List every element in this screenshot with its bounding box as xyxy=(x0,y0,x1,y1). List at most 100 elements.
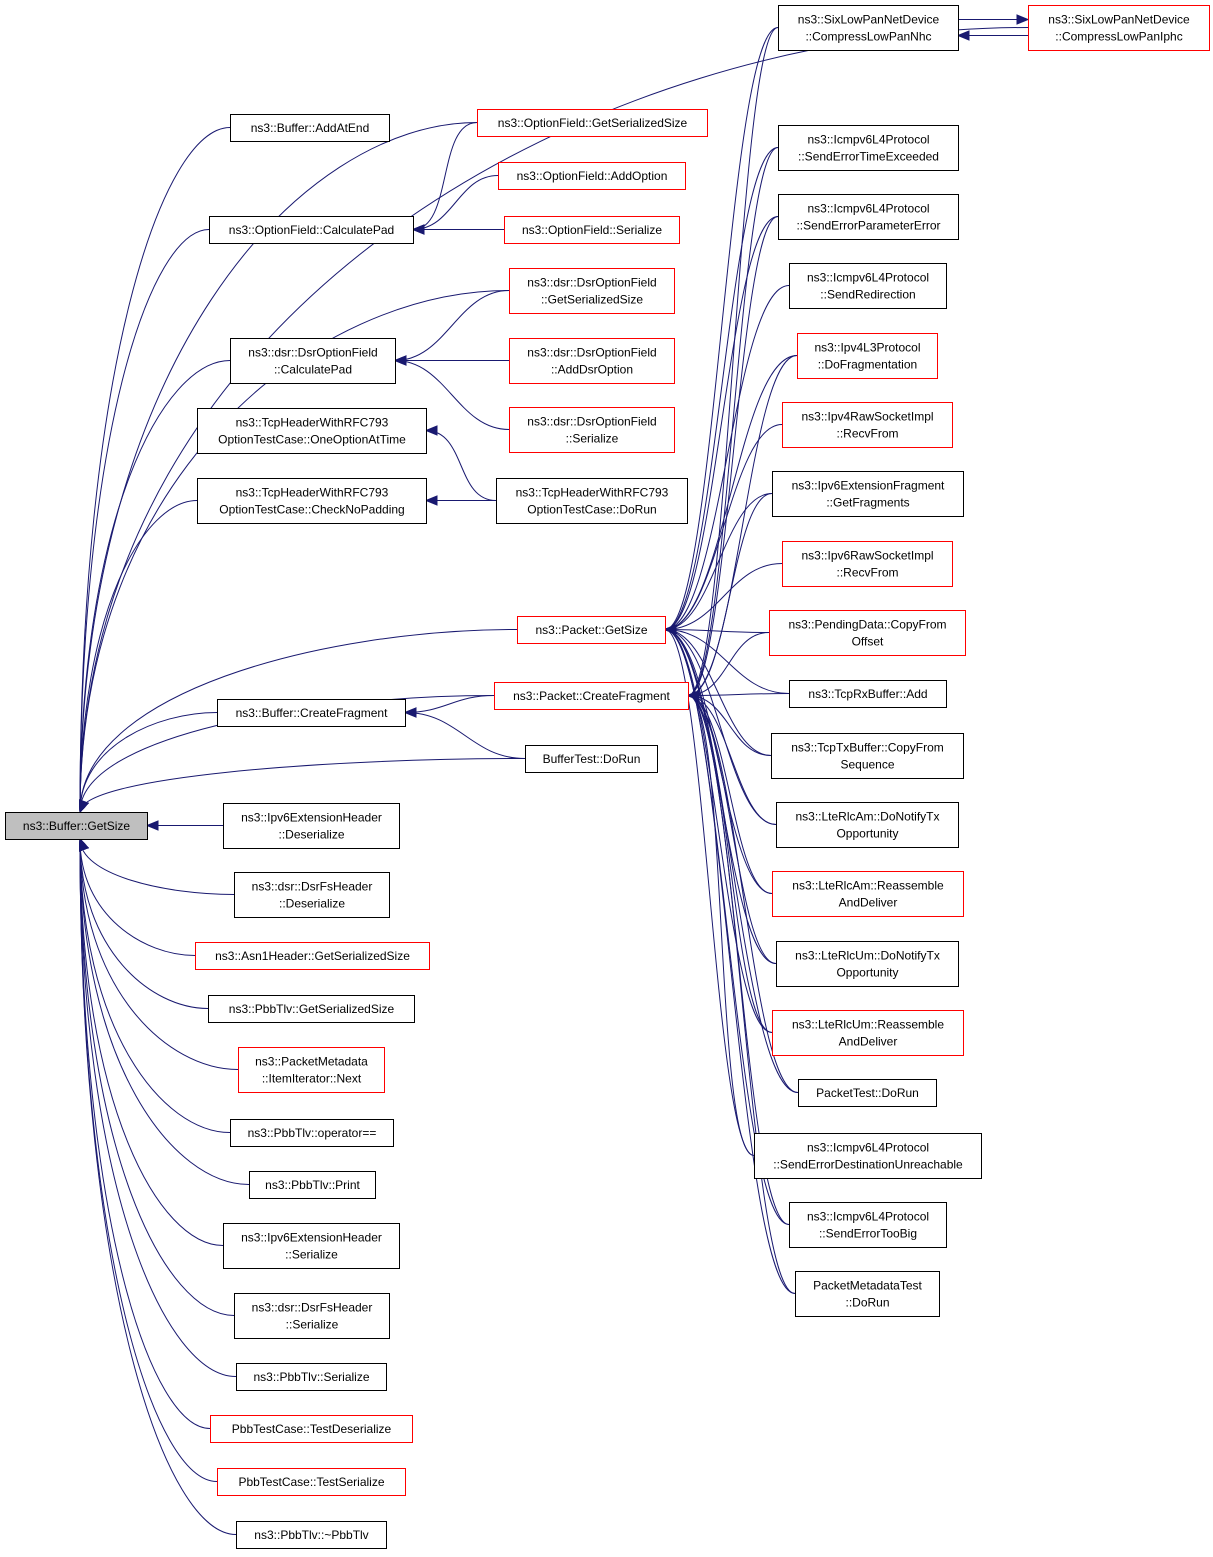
node-label-line: ns3::Buffer::AddAtEnd xyxy=(251,121,370,135)
node-pbbtc_ser[interactable]: PbbTestCase::TestSerialize xyxy=(217,1468,406,1496)
node-label-line: ns3::OptionField::GetSerializedSize xyxy=(498,116,688,130)
node-label-line: Sequence xyxy=(840,758,894,772)
call-edge-of_gss-to-of_calcpad xyxy=(412,122,478,230)
node-label-line: ::Deserialize xyxy=(279,897,345,911)
node-label-line: ns3::dsr::DsrOptionField xyxy=(248,346,377,360)
node-pbbtc_deser[interactable]: PbbTestCase::TestDeserialize xyxy=(210,1415,413,1443)
node-icmp_timeexc[interactable]: ns3::Icmpv6L4Protocol::SendErrorTimeExce… xyxy=(778,125,959,171)
node-box xyxy=(517,616,666,644)
arrowhead-tcp_dorun-to-tcp_oneopt xyxy=(424,425,438,436)
arrowhead-ipv6eh_deser-to-root xyxy=(145,820,159,831)
node-ipv6raw_recv[interactable]: ns3::Ipv6RawSocketImpl::RecvFrom xyxy=(782,541,953,587)
node-icmp_redirect[interactable]: ns3::Icmpv6L4Protocol::SendRedirection xyxy=(789,263,947,309)
node-ipv6eh_ser[interactable]: ns3::Ipv6ExtensionHeader::Serialize xyxy=(223,1223,400,1269)
call-edge-pkttest_dorun-to-pkt_createfrag xyxy=(687,695,799,1093)
node-pbbtlv_print[interactable]: ns3::PbbTlv::Print xyxy=(249,1171,376,1199)
call-edge-tcptx_copy-to-pkt_getsize xyxy=(664,629,772,756)
nodes-layer: ns3::Buffer::GetSize ns3::Buffer::AddAtEn… xyxy=(5,5,1210,1549)
node-box xyxy=(776,941,959,987)
node-label-line: ns3::LteRlcAm::DoNotifyTx xyxy=(795,810,939,824)
node-pm_next[interactable]: ns3::PacketMetadata::ItemIterator::Next xyxy=(238,1047,385,1093)
node-icmp_destunr[interactable]: ns3::Icmpv6L4Protocol::SendErrorDestinat… xyxy=(754,1133,982,1179)
call-edge-tcp_dorun-to-tcp_oneopt xyxy=(425,430,497,501)
node-of_ser[interactable]: ns3::OptionField::Serialize xyxy=(504,216,680,244)
node-icmp_toobig[interactable]: ns3::Icmpv6L4Protocol::SendErrorTooBig xyxy=(789,1202,947,1248)
node-dsr_calcpad[interactable]: ns3::dsr::DsrOptionField::CalculatePad xyxy=(230,338,396,384)
node-buftest_dorun[interactable]: BufferTest::DoRun xyxy=(525,745,658,773)
node-ipv6eh_deser[interactable]: ns3::Ipv6ExtensionHeader::Deserialize xyxy=(223,803,400,849)
node-box xyxy=(234,1293,390,1339)
call-edge-ipv6raw_recv-to-pkt_getsize xyxy=(664,563,783,630)
call-edge-of_gss-to-root xyxy=(79,122,478,813)
node-label-line: ns3::dsr::DsrOptionField xyxy=(527,346,656,360)
node-box xyxy=(525,745,658,773)
node-ipv6frag_get[interactable]: ns3::Ipv6ExtensionFragment::GetFragments xyxy=(772,471,964,517)
node-label-line: ns3::Ipv6ExtensionFragment xyxy=(792,479,945,493)
node-box xyxy=(494,682,689,710)
node-asn1_gss[interactable]: ns3::Asn1Header::GetSerializedSize xyxy=(195,942,430,970)
node-label-line: ::SendErrorTooBig xyxy=(819,1227,917,1241)
node-ipv4l3_dofrag[interactable]: ns3::Ipv4L3Protocol::DoFragmentation xyxy=(797,333,938,379)
node-box xyxy=(236,1363,387,1391)
node-pbbtlv_eq[interactable]: ns3::PbbTlv::operator== xyxy=(230,1119,394,1147)
call-edge-ipv6eh_ser-to-root xyxy=(79,838,224,1246)
node-box xyxy=(197,408,427,454)
node-label-line: ns3::Icmpv6L4Protocol xyxy=(807,1141,929,1155)
node-of_calcpad[interactable]: ns3::OptionField::CalculatePad xyxy=(209,216,414,244)
node-label-line: ::Serialize xyxy=(566,432,619,446)
node-label-line: ns3::TcpHeaderWithRFC793 xyxy=(236,486,389,500)
call-edge-ipv6frag_get-to-pkt_createfrag xyxy=(687,493,773,696)
node-of_addopt[interactable]: ns3::OptionField::AddOption xyxy=(498,162,686,190)
node-pkttest_dorun[interactable]: PacketTest::DoRun xyxy=(798,1079,937,1107)
arrowhead-icmp_paramerr-to-pkt_createfrag xyxy=(686,690,700,701)
node-tcp_dorun[interactable]: ns3::TcpHeaderWithRFC793OptionTestCase::… xyxy=(496,478,688,524)
node-buf_createfrag[interactable]: ns3::Buffer::CreateFragment xyxy=(217,699,406,727)
node-pbbtlv_gss[interactable]: ns3::PbbTlv::GetSerializedSize xyxy=(208,995,415,1023)
node-root[interactable]: ns3::Buffer::GetSize xyxy=(5,812,148,840)
call-edge-pm_next-to-root xyxy=(79,838,239,1070)
node-dsr_ser[interactable]: ns3::dsr::DsrOptionField::Serialize xyxy=(509,407,675,453)
arrowhead-dsr_ser-to-dsr_calcpad xyxy=(393,355,407,366)
node-label-line: ns3::LteRlcAm::Reassemble xyxy=(792,879,944,893)
node-slp_nhc[interactable]: ns3::SixLowPanNetDevice::CompressLowPanN… xyxy=(778,5,959,51)
node-label-line: ::CalculatePad xyxy=(274,363,352,377)
node-buf_addatend[interactable]: ns3::Buffer::AddAtEnd xyxy=(230,114,390,142)
node-box xyxy=(195,942,430,970)
node-box xyxy=(223,1223,400,1269)
call-edge-rlcum_notify-to-pkt_createfrag xyxy=(687,695,777,964)
call-edge-buf_addatend-to-root xyxy=(79,127,231,813)
node-pkt_getsize[interactable]: ns3::Packet::GetSize xyxy=(517,616,666,644)
node-label-line: ::ItemIterator::Next xyxy=(262,1072,362,1086)
node-of_gss[interactable]: ns3::OptionField::GetSerializedSize xyxy=(477,109,708,137)
node-icmp_paramerr[interactable]: ns3::Icmpv6L4Protocol::SendErrorParamete… xyxy=(778,194,959,240)
node-pbbtlv_ser[interactable]: ns3::PbbTlv::Serialize xyxy=(236,1363,387,1391)
node-label-line: ns3::Ipv6ExtensionHeader xyxy=(241,1231,382,1245)
node-tcp_nopad[interactable]: ns3::TcpHeaderWithRFC793OptionTestCase::… xyxy=(197,478,427,524)
node-dsrfs_deser[interactable]: ns3::dsr::DsrFsHeader::Deserialize xyxy=(234,872,390,918)
node-pkt_createfrag[interactable]: ns3::Packet::CreateFragment xyxy=(494,682,689,710)
node-tcp_oneopt[interactable]: ns3::TcpHeaderWithRFC793OptionTestCase::… xyxy=(197,408,427,454)
node-pbbtlv_dtor[interactable]: ns3::PbbTlv::~PbbTlv xyxy=(236,1521,387,1549)
node-label-line: ns3::dsr::DsrFsHeader xyxy=(252,880,373,894)
node-pmtest_dorun[interactable]: PacketMetadataTest::DoRun xyxy=(795,1271,940,1317)
arrowhead-pmtest_dorun-to-pkt_getsize xyxy=(663,624,677,635)
node-label-line: ns3::Ipv6RawSocketImpl xyxy=(801,549,933,563)
node-tcprx_add[interactable]: ns3::TcpRxBuffer::Add xyxy=(789,680,947,708)
node-label-line: Opportunity xyxy=(836,827,898,841)
node-dsr_gss[interactable]: ns3::dsr::DsrOptionField::GetSerializedS… xyxy=(509,268,675,314)
node-box xyxy=(782,541,953,587)
node-dsr_addopt[interactable]: ns3::dsr::DsrOptionField::AddDsrOption xyxy=(509,338,675,384)
node-label-line: AndDeliver xyxy=(839,1035,898,1049)
node-slp_iphc[interactable]: ns3::SixLowPanNetDevice::CompressLowPanI… xyxy=(1028,5,1210,51)
node-box xyxy=(234,872,390,918)
node-box xyxy=(217,699,406,727)
node-ipv4raw_recv[interactable]: ns3::Ipv4RawSocketImpl::RecvFrom xyxy=(782,402,953,448)
node-dsrfs_ser[interactable]: ns3::dsr::DsrFsHeader::Serialize xyxy=(234,1293,390,1339)
